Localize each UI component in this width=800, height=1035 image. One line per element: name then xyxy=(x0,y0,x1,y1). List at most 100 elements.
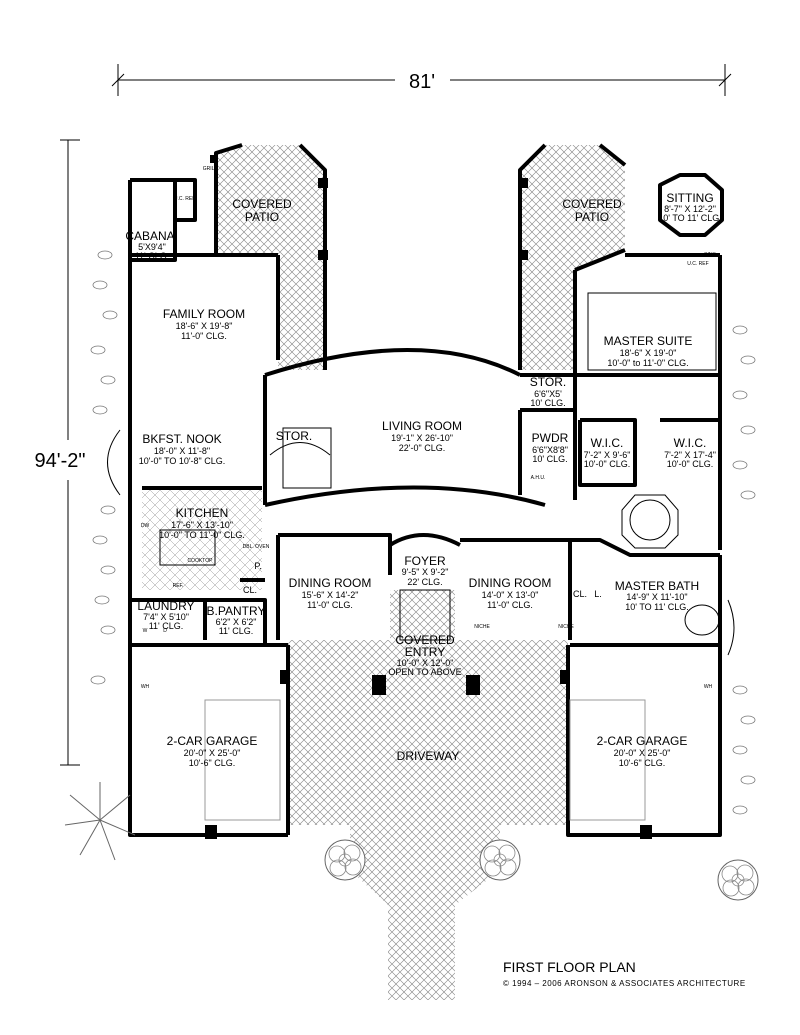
nook-clg: 10'-0" TO 10'-8" CLG. xyxy=(139,456,226,466)
master-suite-clg: 10'-0" to 11'-0" CLG. xyxy=(607,358,688,368)
copyright: © 1994 – 2006 ARONSON & ASSOCIATES ARCHI… xyxy=(503,979,746,988)
p-label: P. xyxy=(254,561,261,571)
garage-right-name: 2-CAR GARAGE xyxy=(597,734,688,748)
wic2-size: 7'-2" X 17'-4" xyxy=(664,450,716,460)
cooktop-label: COOKTOP xyxy=(188,558,214,564)
fixture-labels: CL. CL. L. P. U.C. REF. U.C. REF SINK GR… xyxy=(141,166,717,690)
dining-right-size: 14'-0" X 13'-0" xyxy=(482,590,539,600)
laundry-clg: 11' CLG. xyxy=(149,621,184,631)
landscape xyxy=(64,250,759,901)
dining-left-size: 15'-6" X 14'-2" xyxy=(302,590,359,600)
entry-name2: ENTRY xyxy=(405,645,445,659)
patio-right-name: COVERED xyxy=(562,197,622,211)
wh-left-label: WH xyxy=(141,684,150,690)
sink-label: SINK xyxy=(704,252,716,258)
living-clg: 22'-0" CLG. xyxy=(399,443,445,453)
wic1-size: 7'-2" X 9'-6" xyxy=(584,450,631,460)
stor-left-name: STOR. xyxy=(276,429,312,443)
bpantry-size: 6'2" X 6'2" xyxy=(216,617,257,627)
family-size: 18'-6" X 19'-8" xyxy=(176,321,233,331)
wic1-clg: 10'-0" CLG. xyxy=(584,459,630,469)
ahu-label: A.H.U. xyxy=(531,475,546,481)
dining-right-clg: 11'-0" CLG. xyxy=(487,600,533,610)
master-suite-name: MASTER SUITE xyxy=(604,334,693,348)
garage-right-clg: 10'-6" CLG. xyxy=(619,758,665,768)
cl-right-label: CL. xyxy=(573,589,587,599)
laundry-name: LAUNDRY xyxy=(137,599,194,613)
patio-left-name: COVERED xyxy=(232,197,292,211)
patio-right-name2: PATIO xyxy=(575,210,609,224)
stor-right-size: 6'6"X5' xyxy=(534,389,562,399)
patio-left-name2: PATIO xyxy=(245,210,279,224)
d-label: D xyxy=(163,628,167,634)
family-clg: 11'-0" CLG. xyxy=(181,331,227,341)
living-size: 19'-1" X 26'-10" xyxy=(391,433,453,443)
ref-label: REF. xyxy=(173,583,184,589)
dbl-oven-label: DBL. OVEN xyxy=(243,544,270,550)
depth-label: 94'-2" xyxy=(35,450,86,472)
depth-dimension xyxy=(60,139,80,766)
nook-name: BKFST. NOOK xyxy=(142,432,221,446)
pwdr-clg: 10' CLG. xyxy=(532,454,567,464)
bpantry-clg: 11' CLG. xyxy=(219,626,254,636)
foyer-clg: 22' CLG. xyxy=(407,577,442,587)
family-name: FAMILY ROOM xyxy=(163,307,245,321)
wic2-name: W.I.C. xyxy=(674,436,707,450)
entry-clg: OPEN TO ABOVE xyxy=(388,667,461,677)
foyer-name: FOYER xyxy=(404,554,446,568)
uc-ref-right-label: U.C. REF xyxy=(687,261,708,267)
kitchen-clg: 10'-0" TO 11'-0" CLG. xyxy=(159,530,245,540)
cabana-clg: 11' CLG. xyxy=(135,251,170,261)
cabana-size: 5'X9'4" xyxy=(138,242,166,252)
garage-left-size: 20'-0" X 25'-0" xyxy=(184,748,241,758)
l-right-label: L. xyxy=(594,589,602,599)
dining-left-clg: 11'-0" CLG. xyxy=(307,600,353,610)
laundry-size: 7'4" X 5'10" xyxy=(143,612,189,622)
master-bath-clg: 10' TO 11' CLG. xyxy=(625,602,688,612)
columns xyxy=(205,155,652,839)
niche2-label: NICHE xyxy=(558,624,574,630)
uc-ref-left-label: U.C. REF. xyxy=(174,196,196,202)
walls xyxy=(128,143,724,837)
living-name: LIVING ROOM xyxy=(382,419,462,433)
entry-size: 10'-0" X 12'-0" xyxy=(397,658,454,668)
niche1-label: NICHE xyxy=(474,624,490,630)
sitting-name: SITTING xyxy=(666,191,713,205)
room-labels: CABANA 5'X9'4" 11' CLG. COVERED PATIO CO… xyxy=(125,191,721,768)
kitchen-size: 17'-6" X 13'-10" xyxy=(171,520,233,530)
stor-right-clg: 10' CLG. xyxy=(530,398,565,408)
bpantry-name: B.PANTRY xyxy=(207,604,266,618)
wic2-clg: 10'-0" CLG. xyxy=(667,459,713,469)
cl-left-label: CL. xyxy=(243,585,257,595)
garage-right-size: 20'-0" X 25'-0" xyxy=(614,748,671,758)
patterned-floors xyxy=(142,145,625,1000)
pwdr-name: PWDR xyxy=(532,431,569,445)
dw-label: DW xyxy=(141,523,150,529)
width-label: 81' xyxy=(409,71,435,93)
sitting-clg: 10' TO 11' CLG. xyxy=(658,213,721,223)
master-suite-size: 18'-6" X 19'-0" xyxy=(620,348,677,358)
foyer-size: 9'-5" X 9'-2" xyxy=(402,567,449,577)
garage-left-name: 2-CAR GARAGE xyxy=(167,734,258,748)
cabana-name: CABANA xyxy=(125,229,174,243)
grill-label: GRILL xyxy=(203,166,218,172)
stor-right-name: STOR. xyxy=(530,375,566,389)
width-dimension xyxy=(111,64,732,96)
garage-left-clg: 10'-6" CLG. xyxy=(189,758,235,768)
master-bath-name: MASTER BATH xyxy=(615,579,699,593)
interior-details xyxy=(107,292,735,821)
dining-left-name: DINING ROOM xyxy=(289,576,372,590)
driveway-name: DRIVEWAY xyxy=(397,749,460,763)
plan-title: FIRST FLOOR PLAN xyxy=(503,959,636,975)
wh-right-label: WH xyxy=(704,684,713,690)
entry-name: COVERED xyxy=(395,633,455,647)
dining-right-name: DINING ROOM xyxy=(469,576,552,590)
wic1-name: W.I.C. xyxy=(591,436,624,450)
nook-size: 18'-0" X 11'-8" xyxy=(154,446,210,456)
pwdr-size: 6'6"X8'8" xyxy=(532,445,568,455)
w-label: W xyxy=(143,628,148,634)
master-bath-size: 14'-9" X 11'-10" xyxy=(626,592,687,602)
kitchen-name: KITCHEN xyxy=(176,506,229,520)
sitting-size: 8'-7" X 12'-2" xyxy=(664,204,716,214)
